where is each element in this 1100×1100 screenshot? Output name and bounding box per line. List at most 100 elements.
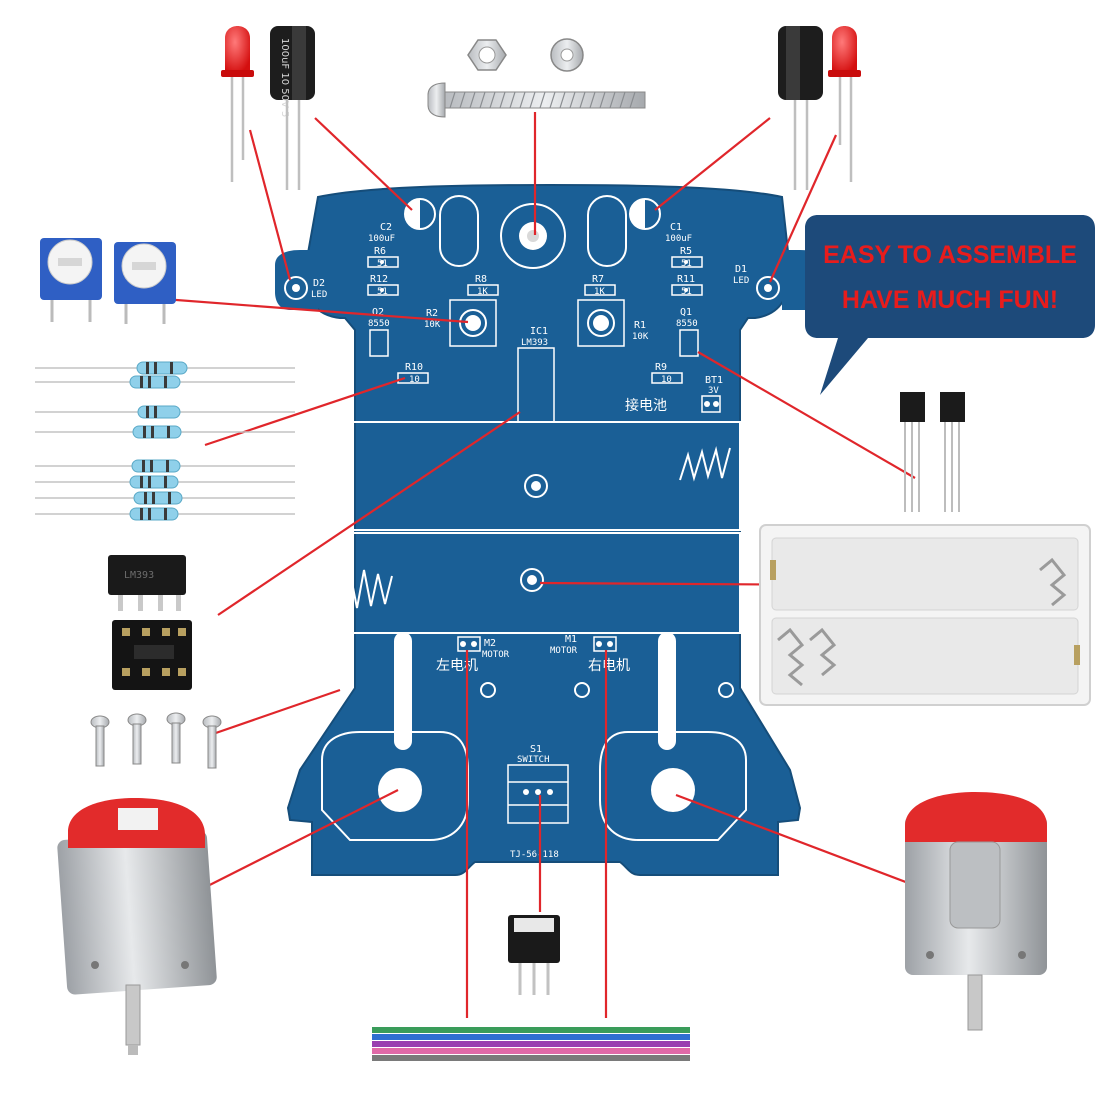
battery-connect-label: 接电池 [625,397,667,414]
c1-label: C1 [670,222,682,233]
r5-label: R5 [680,246,692,257]
r7-footprint [584,284,616,296]
callout-line-2: HAVE MUCH FUN! [842,286,1058,314]
r9-label: R9 [655,362,667,373]
electrolytic-capacitor-left: 100uF 10 50V 5 [270,26,315,190]
r10-value: 10 [409,375,420,385]
r11-footprint [671,284,703,296]
trimmer-potentiometer-right [114,242,176,324]
push-switch [508,915,560,995]
motor-shaft-hole-left [378,768,422,812]
ribbon-wire [372,1027,690,1061]
r2-label: R2 [426,308,438,319]
q1-label: Q1 [680,307,692,318]
ic-socket [112,620,192,690]
dc-motor-right [905,792,1047,1031]
battery-holder [759,524,1091,706]
q1-footprint [679,329,699,357]
ic1-type: LM393 [521,338,548,348]
sensor-slot-right [587,195,627,267]
d1-label: D1 [735,264,747,275]
red-led-left [221,26,254,182]
r1-footprint [577,299,625,347]
front-bolt-ring [500,203,566,269]
pcb-left-ear [275,250,318,310]
r1-label: R1 [634,320,646,331]
callout-shape [805,215,1095,395]
resistor-set [35,361,295,521]
r7-label: R7 [592,274,604,285]
r8-footprint [467,284,499,296]
left-motor-label: 左电机 [436,658,478,674]
electrolytic-capacitor-right [778,26,823,190]
r12-label: R12 [370,274,388,285]
s1-label: S1 [530,744,542,755]
self-tapping-screws [90,712,222,769]
c2-label: C2 [380,222,392,233]
c2-value: 100uF [368,234,395,244]
d1-type: LED [733,276,749,286]
r6-value: 51 [377,259,388,269]
motor-shaft-hole-right [651,768,695,812]
q2-label: Q2 [372,307,384,318]
r12-value: 51 [377,287,388,297]
motor-slot-right [658,632,676,750]
q2-footprint [369,329,389,357]
callout-line-1: EASY TO ASSEMBLE [823,241,1077,269]
d2-footprint [284,276,308,300]
r9-footprint [651,372,683,384]
r11-label: R11 [677,274,695,285]
dc-motor-left [57,798,217,1055]
m2-label: M2 [484,638,496,649]
callout-bubble: EASY TO ASSEMBLE HAVE MUCH FUN! [805,215,1095,395]
s1-footprint [507,764,569,824]
r5-footprint [671,256,703,268]
m1-label: M1 [565,634,577,645]
right-motor-label: 右电机 [588,658,630,674]
ic-marking: LM393 [124,570,154,581]
pcb-board: C2 100uF C1 100uF R6 51 R5 51 R12 51 R11… [275,183,825,876]
trimmer-potentiometer-left [40,238,102,322]
d1-footprint [756,276,780,300]
hex-nut [467,39,507,71]
r12-footprint [367,284,399,296]
bt1-label: BT1 [705,375,723,386]
r8-value: 1K [477,287,488,297]
r10-label: R10 [405,362,423,373]
spring-symbol-right [679,446,731,482]
sensor-slot-left [439,195,479,267]
battery-area-top [329,421,741,531]
capacitor-marking: 100uF 10 50V 5 [279,38,290,117]
r8-label: R8 [475,274,487,285]
washer-nut [550,38,584,72]
ic-chip-lm393: LM393 [108,555,186,611]
q2-type: 8550 [368,319,390,329]
s1-type: SWITCH [517,755,550,765]
m1-type: MOTOR [550,646,578,656]
c1-value: 100uF [665,234,692,244]
r11-value: 51 [681,287,692,297]
red-led-right [828,26,861,182]
spring-symbol-left [342,569,393,611]
motor-mount-right [599,731,747,841]
battery-area-bottom [329,532,741,634]
m2-type: MOTOR [482,650,510,660]
board-id: TJ-56-118 [510,850,559,860]
d2-type: LED [311,290,327,300]
motor-slot-left [394,632,412,750]
d2-label: D2 [313,278,325,289]
transistors-8550 [900,392,965,512]
r9-value: 10 [661,375,672,385]
bt1-value: 3V [708,386,719,396]
r6-footprint [367,256,399,268]
r5-value: 51 [681,259,692,269]
r7-value: 1K [594,287,605,297]
r1-value: 10K [632,332,649,342]
m2-connector [457,636,481,652]
ic1-label: IC1 [530,326,548,337]
machine-screw [427,82,646,118]
r6-label: R6 [374,246,386,257]
r10-footprint [397,372,429,384]
bt1-connector [701,395,721,413]
